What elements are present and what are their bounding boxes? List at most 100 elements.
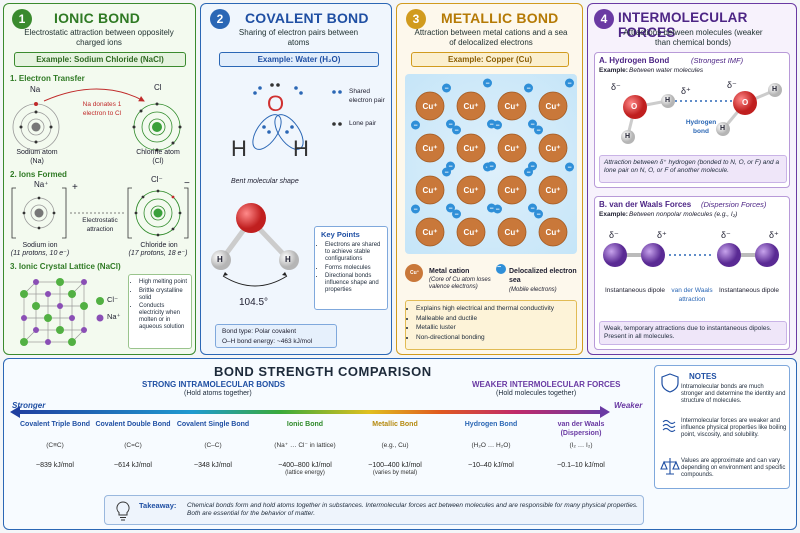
panel-number: 3	[406, 9, 426, 29]
bond-strength-column: Covalent Triple Bond(C≡C)~839 kJ/mol	[16, 421, 94, 470]
h-label: H	[217, 255, 223, 264]
svg-text:−: −	[454, 128, 458, 135]
bond-formula: (C≡C)	[46, 442, 64, 449]
delocalized-electron: −	[524, 83, 533, 93]
ionic-properties-box: High melting point Brittle crystalline s…	[128, 274, 192, 349]
ion-plus: +	[72, 182, 78, 193]
svg-text:Cu⁺: Cu⁺	[464, 144, 479, 153]
copper-cation: Cu⁺	[497, 175, 527, 205]
cl-atom-caption: Chlorine atom	[136, 149, 180, 156]
lattice-legend-dots	[96, 297, 104, 322]
example-text: Between nonpolar molecules (e.g., I₂)	[629, 211, 738, 218]
svg-text:−: −	[413, 207, 417, 214]
h-label: H	[625, 133, 631, 140]
copper-cation: Cu⁺	[497, 217, 527, 247]
bond-energy: O–H bond energy: ~463 kJ/mol	[222, 338, 313, 345]
panel-subtitle: Sharing of electron pairs between atoms	[238, 28, 359, 47]
panel-subtitle: Attraction between metal cations and a s…	[414, 28, 568, 47]
legend-cl: Cl⁻	[107, 295, 119, 304]
dipole-caption: Instantaneous dipole	[719, 287, 779, 294]
example-text: Between water molecules	[629, 67, 704, 74]
bond-formula: (I₂ … I₂)	[569, 442, 593, 449]
example-box: Example: Water (H₂O)	[219, 52, 379, 67]
panel-subtitle: Electrostatic attraction between opposit…	[24, 28, 174, 47]
stronger-label: Stronger	[12, 401, 46, 410]
notes-box: NOTES Intramolecular bonds are much stro…	[654, 365, 790, 489]
panel-title: IONIC BOND	[54, 10, 140, 26]
copper-cation: Cu⁺	[415, 133, 445, 163]
svg-text:Cu⁺: Cu⁺	[423, 144, 438, 153]
key-points-title: Key Points	[321, 230, 360, 239]
delocalized-electron: −	[446, 119, 455, 129]
delocalized-electron: −	[528, 119, 537, 129]
delocalized-electron: −	[565, 162, 574, 172]
svg-text:−: −	[448, 122, 452, 129]
example-box: Example: Copper (Cu)	[411, 52, 569, 67]
delta-minus-label: δ⁻	[611, 82, 621, 92]
copper-lattice-svg: Cu⁺Cu⁺Cu⁺Cu⁺Cu⁺Cu⁺Cu⁺Cu⁺Cu⁺Cu⁺Cu⁺Cu⁺Cu⁺C…	[411, 78, 574, 247]
copper-cation: Cu⁺	[456, 217, 486, 247]
bond-energy: ~400–800 kJ/mol	[278, 462, 332, 469]
panel-number: 2	[210, 9, 230, 29]
panel-number: 1	[12, 9, 32, 29]
na-ion-label: Na⁺	[34, 180, 49, 189]
copper-cation: Cu⁺	[456, 91, 486, 121]
bond-angle: 104.5°	[239, 297, 269, 308]
bond-strength-comparison: BOND STRENGTH COMPARISON STRONG INTRAMOL…	[3, 358, 797, 530]
bond-strength-column: Ionic Bond(Na⁺ … Cl⁻ in lattice)~400–800…	[266, 421, 344, 477]
svg-text:Cu⁺: Cu⁺	[464, 186, 479, 195]
h-label: H	[285, 255, 291, 264]
svg-text:Cu⁺: Cu⁺	[423, 186, 438, 195]
lightbulb-icon	[116, 501, 130, 521]
panel-title: COVALENT BOND	[245, 10, 369, 26]
note-item: Intermolecular forces are weaker and inf…	[681, 418, 787, 438]
delocalized-electron: −	[534, 209, 543, 219]
metallic-properties-box: Explains high electrical and thermal con…	[405, 300, 577, 350]
bond-energy: ~0.1–10 kJ/mol	[557, 462, 605, 469]
svg-text:Cu⁺: Cu⁺	[546, 144, 561, 153]
svg-text:−: −	[530, 122, 534, 129]
hydrogen-symbol: H	[231, 136, 247, 161]
key-point: Forms molecules	[325, 265, 387, 272]
svg-text:Cu⁺: Cu⁺	[505, 186, 520, 195]
ions-diagram	[11, 187, 189, 239]
delocalized-electron: −	[442, 83, 451, 93]
svg-text:Cu⁺: Cu⁺	[505, 144, 520, 153]
bond-name: van der Waals (Dispersion)	[557, 421, 605, 437]
bond-name: Covalent Double Bond	[95, 421, 171, 428]
na-ion-detail: (11 protons, 10 e⁻)	[10, 250, 70, 257]
hydrogen-bond-note-text: Attraction between δ⁺ hydrogen (bonded t…	[604, 159, 780, 174]
svg-text:−: −	[489, 122, 493, 129]
legend-electron-symbol: −	[497, 264, 502, 271]
hydrogen-bond-diagram	[621, 83, 782, 144]
bond-strength-column: Hydrogen Bond(H₂O … H₂O)~10–40 kJ/mol	[452, 421, 530, 470]
panel-title: METALLIC BOND	[441, 10, 559, 26]
ionic-properties-list: High melting point Brittle crystalline s…	[131, 279, 191, 333]
h-label: H	[772, 86, 778, 93]
bond-strength-column: van der Waals (Dispersion) (I₂ … I₂) ~0.1–…	[542, 421, 620, 470]
svg-text:−: −	[489, 164, 493, 171]
na-atom-symbol: (Na)	[30, 158, 44, 165]
lone-pair-legend: Lone pair	[349, 120, 377, 127]
legend-dots	[332, 90, 342, 126]
electrostatic-attraction-label: Electrostatic attraction	[82, 217, 118, 233]
intermolecular-forces-panel: 4 INTERMOLECULAR FORCES Attractions betw…	[587, 3, 797, 355]
copper-cation: Cu⁺	[538, 133, 568, 163]
legend-cation-symbol: Cu⁺	[410, 270, 420, 276]
comparison-title: BOND STRENGTH COMPARISON	[214, 364, 432, 379]
copper-cation: Cu⁺	[415, 91, 445, 121]
svg-text:−: −	[530, 206, 534, 213]
svg-text:Cu⁺: Cu⁺	[546, 102, 561, 111]
svg-text:−: −	[448, 206, 452, 213]
delocalized-electron: −	[446, 203, 455, 213]
svg-text:−: −	[536, 212, 540, 219]
bond-type: Bond type: Polar covalent	[222, 328, 297, 335]
sea-detail: (Mobile electrons)	[509, 287, 557, 293]
cl-ion-detail: (17 protons, 18 e⁻)	[128, 250, 188, 257]
svg-text:−: −	[567, 81, 571, 88]
delta-minus-label: δ⁻	[727, 80, 737, 90]
property-item: High melting point	[139, 279, 191, 286]
shield-icon	[661, 373, 679, 393]
svg-text:−: −	[526, 86, 530, 93]
